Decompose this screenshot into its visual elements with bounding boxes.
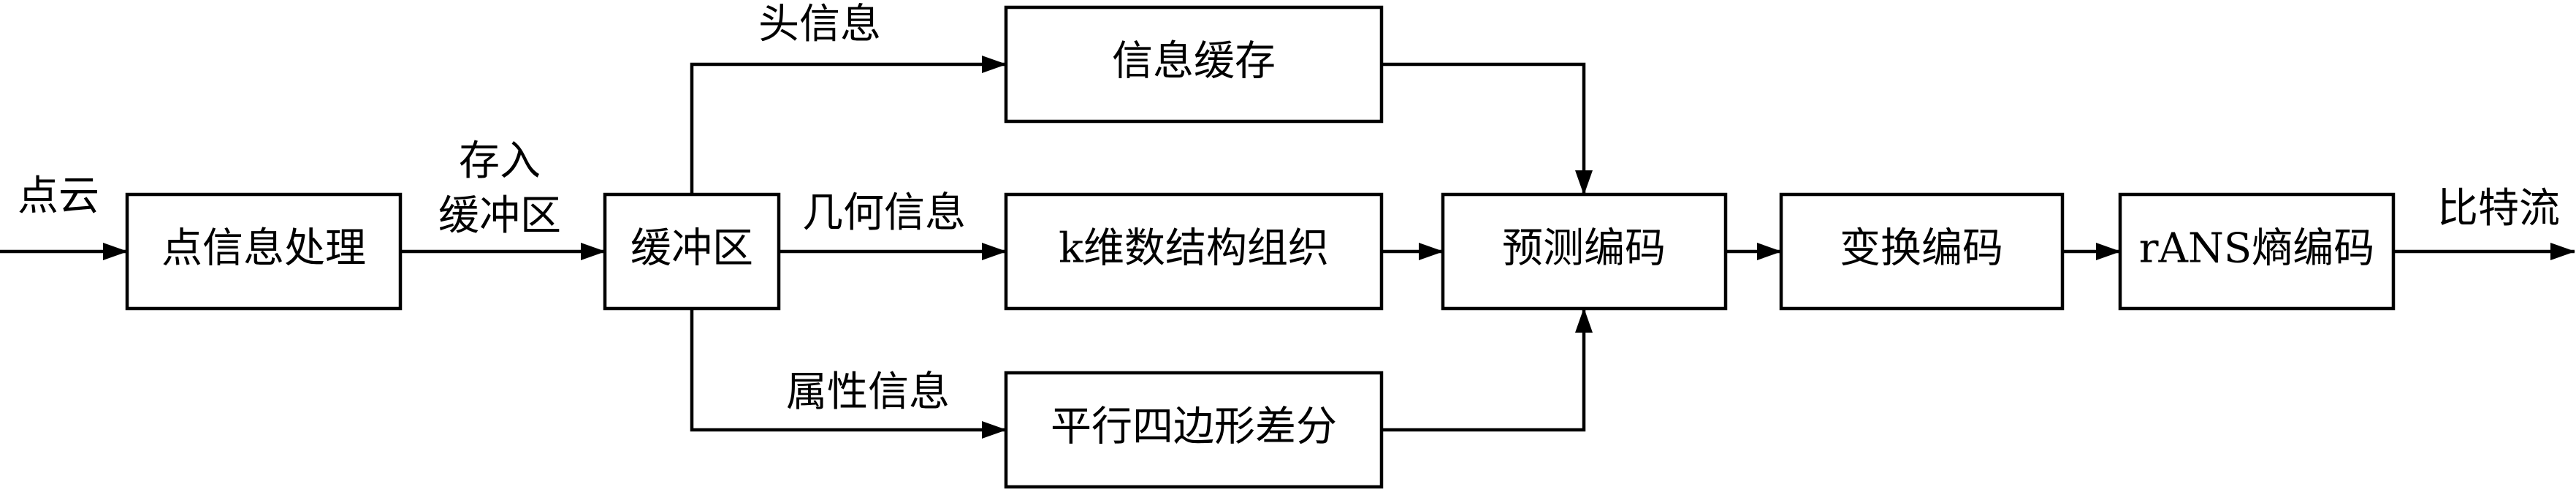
point-processing-box: 点信息处理 <box>125 192 403 311</box>
store-label-line2: 缓冲区 <box>438 192 561 240</box>
predictive-coding-box: 预测编码 <box>1441 192 1728 311</box>
rans-coding-label: rANS熵编码 <box>2139 225 2375 273</box>
kd-tree-box: k维数结构组织 <box>1004 192 1384 311</box>
predictive-coding-label: 预测编码 <box>1502 225 1666 273</box>
output-label: 比特流 <box>2437 185 2560 232</box>
buffer-label: 缓冲区 <box>630 225 753 273</box>
header-info-label: 头信息 <box>758 1 881 48</box>
rans-coding-box: rANS熵编码 <box>2118 192 2396 311</box>
attribute-info-label: 属性信息 <box>786 368 950 416</box>
input-label: 点云 <box>18 173 99 220</box>
cache-to-prediction-arrow <box>1382 62 1593 195</box>
parallelogram-diff-box: 平行四边形差分 <box>1004 371 1384 489</box>
kd-tree-label: k维数结构组织 <box>1059 225 1329 273</box>
transform-coding-label: 变换编码 <box>1840 225 2003 273</box>
transform-coding-box: 变换编码 <box>1779 192 2065 311</box>
parallelogram-diff-label: 平行四边形差分 <box>1051 404 1337 451</box>
point-processing-label: 点信息处理 <box>161 225 366 273</box>
attribute-info-arrow <box>690 309 1007 439</box>
diff-to-prediction-arrow <box>1382 308 1593 432</box>
buffer-box: 缓冲区 <box>603 192 781 311</box>
info-cache-box: 信息缓存 <box>1004 5 1384 124</box>
geometry-info-label: 几何信息 <box>802 189 966 237</box>
store-label-line1: 存入 <box>459 137 541 185</box>
info-cache-label: 信息缓存 <box>1112 38 1276 86</box>
header-info-arrow <box>690 56 1007 194</box>
